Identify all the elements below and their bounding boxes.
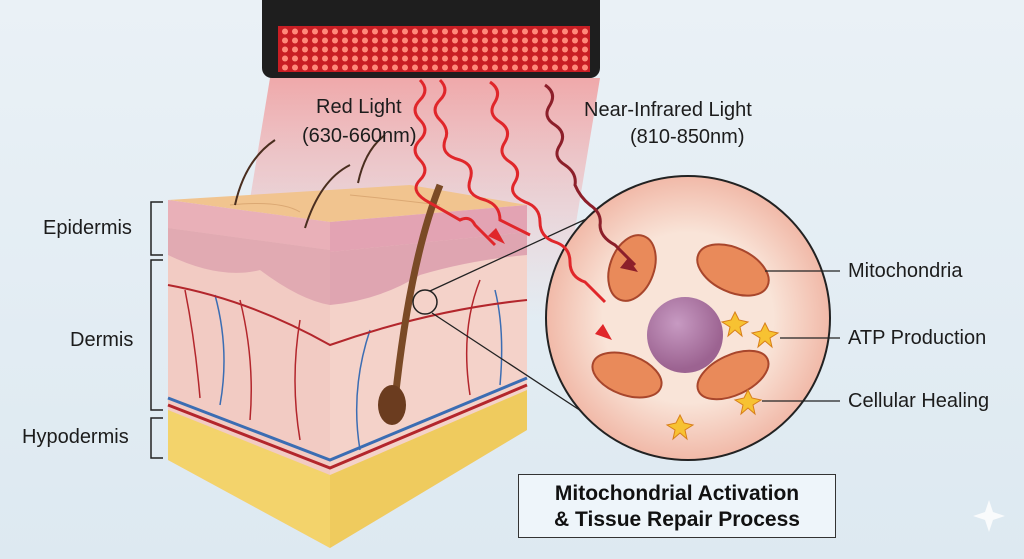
cellular-healing-label: Cellular Healing <box>848 390 990 412</box>
red-light-range: (630-660nm) <box>302 125 417 147</box>
zoom-origin-circle <box>412 289 438 315</box>
dermis-label: Dermis <box>70 329 134 351</box>
epidermis-layer <box>168 200 330 250</box>
process-title-box: Mitochondrial Activation & Tissue Repair… <box>518 474 836 538</box>
hypodermis-layer <box>168 410 330 548</box>
light-rays <box>413 78 637 304</box>
layer-brackets <box>150 201 163 459</box>
sparkle-icon <box>973 500 1005 532</box>
atp-production-label: ATP Production <box>848 327 987 349</box>
atp-stars <box>665 310 780 441</box>
epidermis-label: Epidermis <box>43 217 132 239</box>
nir-light-label: Near-Infrared Light <box>584 99 752 121</box>
title-line-1: Mitochondrial Activation <box>554 482 800 505</box>
red-light-panel-device <box>262 0 600 78</box>
skin-cross-section <box>167 185 528 548</box>
ray-arrowheads <box>488 228 638 340</box>
mitochondria-label: Mitochondria <box>848 260 963 282</box>
nir-light-range: (810-850nm) <box>630 126 745 148</box>
label-leader-lines <box>762 270 840 402</box>
cell-nucleus <box>647 297 723 373</box>
red-light-label: Red Light <box>316 96 402 118</box>
title-line-2: & Tissue Repair Process <box>554 508 800 531</box>
hypodermis-label: Hypodermis <box>22 426 129 448</box>
cell-magnified-view <box>545 175 831 461</box>
